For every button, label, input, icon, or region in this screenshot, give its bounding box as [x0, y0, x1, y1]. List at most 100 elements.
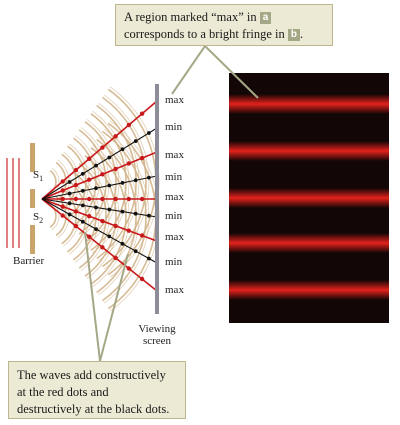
constructive-dot: [139, 155, 145, 161]
destructive-dot: [133, 249, 138, 254]
constructive-dot: [113, 166, 118, 172]
wavefront-arc-s2: [55, 195, 67, 237]
callout-dots-explanation: The waves add constructively at the red …: [8, 361, 186, 419]
destructive-line: [41, 198, 158, 264]
callout-pointer-to-red-dot: [99, 253, 129, 362]
barrier-segment: [30, 143, 35, 172]
constructive-dot: [100, 196, 105, 202]
destructive-dot: [107, 183, 112, 188]
screen-label-2: min: [165, 121, 183, 133]
fringe-pattern-panel: [229, 73, 389, 323]
wavefront-arc-s1: [49, 169, 57, 195]
callout-top-line1: A region marked “max” in: [124, 10, 260, 24]
viewing-screen: [155, 84, 159, 314]
destructive-dot: [133, 139, 138, 144]
constructive-dot: [113, 223, 118, 229]
wavefront-arc-s2: [98, 136, 140, 296]
callout-bottom-line2: at the red dots and: [17, 385, 109, 399]
screen-label-4: min: [165, 171, 183, 183]
constructive-dot: [139, 233, 145, 238]
callout-bright-fringe: A region marked “max” in a corresponds t…: [115, 4, 333, 46]
callout-bottom-line3: destructively at the black dots.: [17, 402, 170, 416]
barrier-segment: [30, 225, 35, 254]
slit-1-label: S1: [33, 169, 44, 184]
barrier-label: Barrier: [13, 255, 45, 267]
wavefront-arc-s2: [90, 147, 127, 285]
wavefront-arc-s1: [98, 102, 140, 262]
wavefront-arc-s1: [80, 127, 110, 237]
constructive-dot: [60, 188, 65, 193]
wavefront-arc-s1: [78, 129, 107, 235]
barrier-with-slits: [6, 143, 35, 254]
destructive-dot: [107, 234, 112, 239]
constructive-dot: [60, 179, 65, 184]
constructive-dot: [73, 223, 79, 229]
destructive-dot: [147, 256, 151, 261]
screen-label-7: max: [165, 231, 184, 243]
constructive-dot: [100, 245, 105, 250]
wavefront-arc-s1: [55, 161, 67, 203]
constructive-dot: [100, 145, 105, 150]
destructive-dot: [67, 180, 72, 184]
wavefront-arc-s1: [103, 94, 150, 270]
constructive-dot: [73, 167, 79, 173]
destructive-dot: [133, 178, 138, 183]
constructive-dot: [87, 156, 92, 161]
destructive-dot: [67, 201, 72, 206]
constructive-dot: [87, 234, 92, 239]
callout-top-line2: corresponds to a bright fringe in: [124, 27, 288, 41]
constructive-dot: [126, 122, 131, 128]
screen-label-3: max: [165, 149, 184, 161]
label-a-badge: a: [259, 12, 272, 24]
interference-dots: [60, 111, 151, 282]
wavefront-arc-s1: [109, 86, 160, 278]
destructive-dot: [120, 147, 125, 152]
destructive-line: [41, 198, 158, 218]
constructive-dot: [126, 161, 131, 166]
destructive-dot: [120, 209, 125, 214]
screen-label-8: min: [165, 256, 183, 268]
destructive-dot: [107, 207, 112, 212]
constructive-dot: [73, 182, 79, 188]
destructive-dot: [147, 213, 151, 218]
callout-pointer-to-black-dot: [84, 231, 101, 362]
destructive-dot: [147, 131, 151, 135]
constructive-dot: [60, 196, 65, 202]
destructive-dot: [94, 163, 98, 168]
wavefront-arcs: [49, 86, 160, 312]
screen-label-9: max: [165, 284, 184, 296]
bright-fringe: [229, 141, 389, 161]
constructive-dot: [87, 196, 92, 202]
constructive-line: [41, 151, 158, 200]
constructive-dot: [60, 204, 65, 209]
constructive-dot: [126, 196, 131, 202]
wavefront-arc-s2: [109, 120, 160, 312]
destructive-dot: [67, 212, 72, 217]
destructive-dot: [147, 175, 151, 180]
constructive-dot: [73, 209, 79, 214]
constructive-dot: [139, 196, 145, 202]
destructive-dot: [67, 191, 72, 196]
screen-label-6: min: [165, 210, 183, 222]
screen-label-5: max: [165, 191, 184, 203]
viewing-screen-bar: [155, 84, 159, 314]
bright-fringe: [229, 233, 389, 253]
slit-2-label: S2: [33, 211, 44, 226]
destructive-dot: [80, 203, 85, 208]
wavefront-arc-s1: [61, 153, 77, 211]
constructive-line: [41, 198, 158, 242]
callout-pointers: [84, 45, 259, 362]
wavefront-arc-s2: [96, 138, 137, 294]
constructive-dot: [60, 213, 65, 218]
constructive-dot: [126, 266, 131, 271]
constructive-dot: [113, 134, 118, 139]
destructive-dot: [120, 181, 125, 185]
destructive-dot: [80, 219, 85, 224]
wavefront-arc-s2: [67, 179, 87, 253]
constructive-dot: [87, 177, 92, 182]
wavefront-arc-s2: [63, 185, 80, 247]
constructive-dot: [113, 255, 118, 261]
destructive-line: [41, 127, 158, 200]
